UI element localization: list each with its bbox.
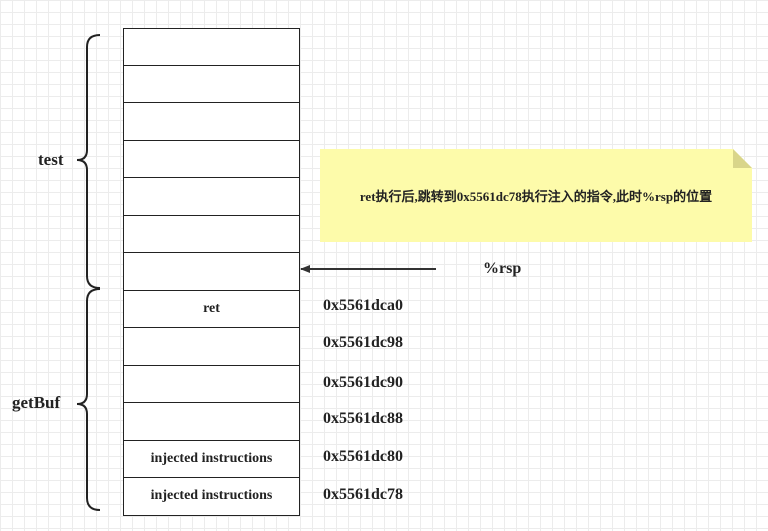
address-label: 0x5561dc78 — [323, 486, 403, 503]
sticky-note: ret执行后,跳转到0x5561dc78执行注入的指令,此时%rsp的位置 — [320, 149, 752, 242]
test-label: test — [38, 150, 64, 169]
stack-slot — [123, 28, 300, 66]
address-label: 0x5561dc80 — [323, 448, 403, 465]
stack-slot-ret: ret — [123, 290, 300, 328]
stack-slot-injected: injected instructions — [123, 478, 300, 516]
stack-slot-rsp — [123, 253, 300, 291]
getbuf-brace — [76, 288, 101, 511]
address-label: 0x5561dca0 — [323, 297, 403, 314]
getbuf-label: getBuf — [12, 393, 61, 412]
address-label: 0x5561dc88 — [323, 410, 403, 427]
rsp-label: %rsp — [483, 260, 522, 277]
sticky-note-text: ret执行后,跳转到0x5561dc78执行注入的指令,此时%rsp的位置 — [359, 189, 713, 204]
stack-frame: ret injected instructions injected instr… — [123, 28, 300, 516]
stack-slot — [123, 178, 300, 216]
address-label: 0x5561dc98 — [323, 334, 403, 351]
stack-slot-injected: injected instructions — [123, 440, 300, 478]
stack-slot — [123, 65, 300, 103]
stack-slot — [123, 403, 300, 441]
stack-slot — [123, 365, 300, 403]
stack-slot — [123, 328, 300, 366]
address-label: 0x5561dc90 — [323, 374, 403, 391]
stack-slot — [123, 103, 300, 141]
stack-slot — [123, 215, 300, 253]
test-brace — [76, 34, 101, 289]
stack-slot — [123, 140, 300, 178]
